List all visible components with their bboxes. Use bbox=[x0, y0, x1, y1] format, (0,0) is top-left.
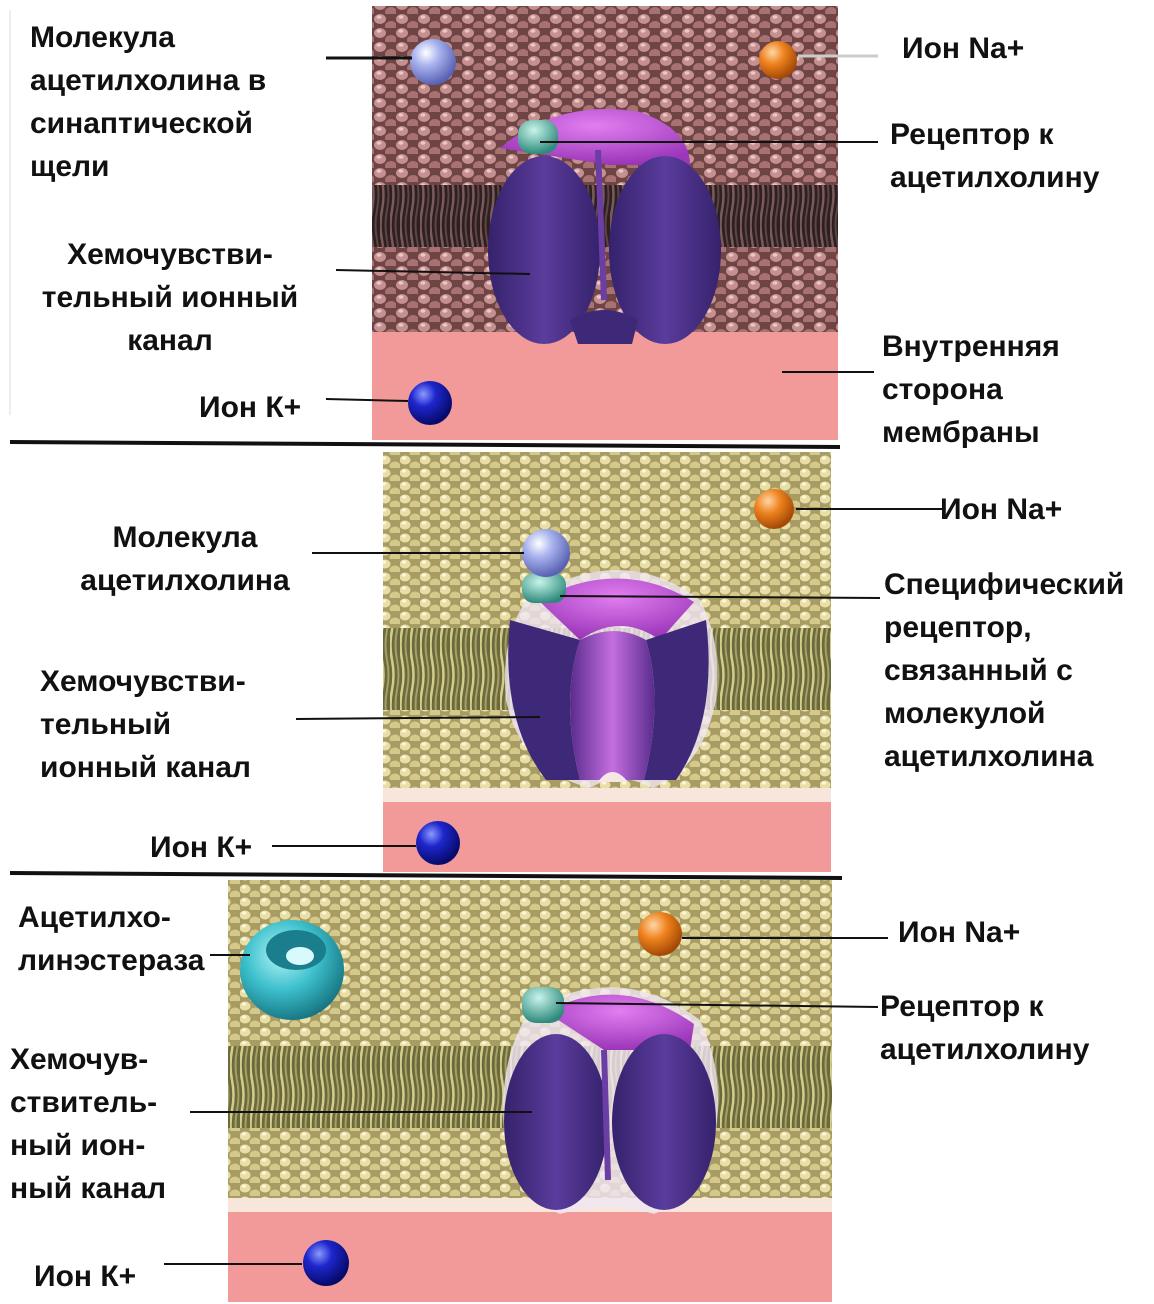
label-inner-membrane-side: Внутренняя сторона мембраны bbox=[882, 325, 1060, 454]
label-acetylcholinesterase: Ацетилхо- линэстераза bbox=[18, 896, 204, 982]
receptor-icon bbox=[518, 120, 558, 154]
label-acetylcholine-molecule-synaptic-cleft: Молекула ацетилхолина в синаптической ще… bbox=[30, 16, 266, 188]
sodium-ion-icon bbox=[638, 912, 682, 956]
separator-1 bbox=[10, 442, 840, 447]
potassium-ion-icon bbox=[416, 821, 460, 865]
label-chemosensitive-ion-channel: Хемочувстви- тельный ионный канал bbox=[40, 660, 251, 789]
label-chemosensitive-ion-channel: Хемочувстви- тельный ионный канал bbox=[20, 233, 320, 362]
label-acetylcholine-receptor: Рецептор к ацетилхолину bbox=[880, 985, 1089, 1071]
label-sodium-ion: Ион Na+ bbox=[940, 488, 1062, 531]
potassium-ion-icon bbox=[303, 1240, 349, 1286]
acetylcholinesterase-icon bbox=[240, 920, 344, 1020]
receptor-icon bbox=[522, 987, 564, 1023]
label-acetylcholine-receptor: Рецептор к ацетилхолину bbox=[890, 113, 1099, 199]
acetylcholine-molecule-icon bbox=[522, 529, 570, 577]
sodium-ion-icon bbox=[759, 41, 797, 79]
acetylcholine-molecule-icon bbox=[410, 39, 456, 85]
label-specific-receptor-bound: Специфический рецептор, связанный с моле… bbox=[884, 563, 1124, 778]
label-sodium-ion: Ион Na+ bbox=[898, 911, 1020, 954]
potassium-ion-icon bbox=[408, 381, 452, 425]
label-sodium-ion: Ион Na+ bbox=[902, 27, 1024, 70]
label-potassium-ion: Ион К+ bbox=[199, 386, 301, 429]
label-potassium-ion: Ион К+ bbox=[150, 826, 252, 869]
sodium-ion-icon bbox=[754, 489, 794, 529]
receptor-bound-icon bbox=[522, 573, 566, 603]
label-potassium-ion: Ион К+ bbox=[34, 1255, 136, 1298]
label-acetylcholine-molecule: Молекула ацетилхолина bbox=[60, 516, 310, 602]
label-chemosensitive-ion-channel: Хемочув- ствитель- ный ион- ный канал bbox=[10, 1038, 166, 1210]
separator-2 bbox=[10, 873, 842, 878]
